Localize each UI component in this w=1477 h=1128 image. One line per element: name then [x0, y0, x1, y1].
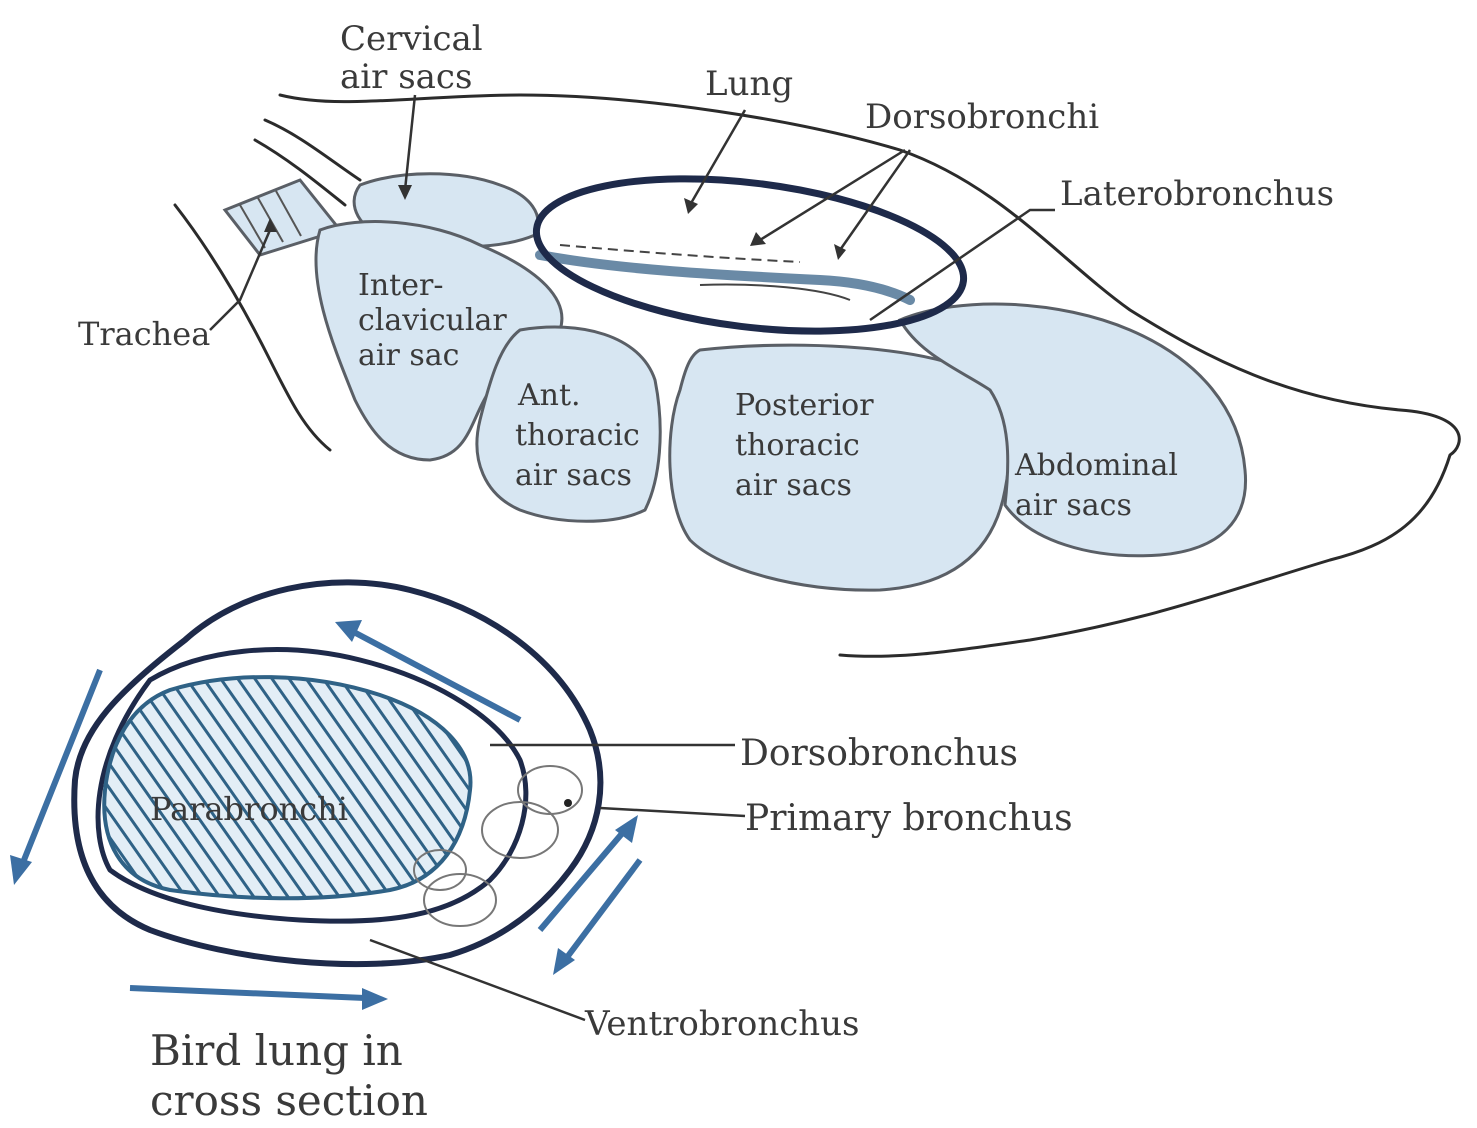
caption-line1: Bird lung in [150, 1026, 403, 1075]
cervical-label-line1: Cervical [340, 19, 483, 59]
ant-thoracic-label-line1: Ant. [517, 378, 581, 413]
laterobronchus-label: Laterobronchus [1060, 174, 1334, 214]
interclavicular-label-line3: air sac [358, 338, 459, 373]
lung-outline [528, 157, 972, 352]
ventrobronchus-label: Ventrobronchus [584, 1004, 860, 1044]
abdominal-label-line1: Abdominal [1014, 448, 1178, 483]
lung-label: Lung [705, 64, 793, 104]
ant-thoracic-label-line3: air sacs [515, 458, 632, 493]
interclavicular-label-line2: clavicular [358, 303, 507, 338]
post-thoracic-label-line2: thoracic [735, 428, 860, 463]
dorsobronchi-label: Dorsobronchi [865, 97, 1099, 137]
cervical-label-line2: air sacs [340, 57, 472, 97]
post-thoracic-label-line1: Posterior [735, 388, 874, 423]
dorsobronchus-label: Dorsobronchus [740, 733, 1018, 774]
parabronchi-label: Parabronchi [150, 790, 348, 828]
caption-line2: cross section [150, 1076, 428, 1125]
primary-bronchus-label: Primary bronchus [745, 798, 1073, 839]
post-thoracic-label-line3: air sacs [735, 468, 852, 503]
interclavicular-label-line1: Inter- [358, 268, 443, 303]
abdominal-label-line2: air sacs [1015, 488, 1132, 523]
ant-thoracic-label-line2: thoracic [515, 418, 640, 453]
trachea-label: Trachea [78, 315, 210, 353]
